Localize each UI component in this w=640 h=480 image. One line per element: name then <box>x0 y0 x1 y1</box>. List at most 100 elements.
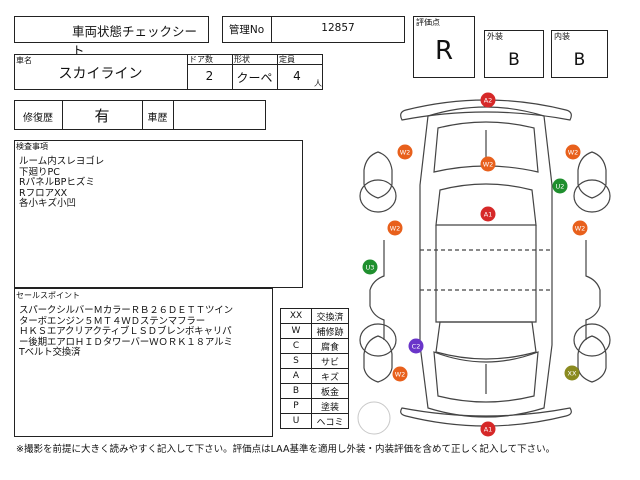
stamp-circle <box>357 401 391 435</box>
damage-mark-circle <box>552 178 568 194</box>
doors-label: ドア数 <box>189 55 213 64</box>
inspection-notes: ルーム内スレヨゴレ 下廻りPC RパネルBPヒズミ RフロアXX 各小キズ小凹 <box>19 156 105 209</box>
legend-desc: キズ <box>311 368 349 384</box>
repair-history-row <box>14 100 266 130</box>
damage-mark-circle <box>392 366 408 382</box>
vehicle-history-label: 車歴 <box>147 113 168 124</box>
legend-desc: サビ <box>311 353 349 369</box>
car-name-label: 車名 <box>16 56 32 65</box>
legend-code: P <box>280 398 312 414</box>
title-box <box>14 16 209 43</box>
capacity-label: 定員 <box>279 55 295 64</box>
damage-mark: A2 <box>480 92 496 108</box>
damage-mark-circle <box>572 220 588 236</box>
legend-code: C <box>280 338 312 354</box>
damage-mark-label: C2 <box>412 343 421 351</box>
damage-mark-label: A1 <box>484 426 493 434</box>
legend-code: S <box>280 353 312 369</box>
damage-mark-label: W2 <box>568 149 579 157</box>
damage-mark-circle <box>480 156 496 172</box>
damage-mark-circle <box>565 144 581 160</box>
legend-code: U <box>280 413 312 429</box>
damage-mark-circle <box>480 92 496 108</box>
damage-mark: U2 <box>552 178 568 194</box>
damage-mark-label: XX <box>568 370 577 378</box>
damage-mark-label: U2 <box>556 183 565 191</box>
damage-mark-circle <box>362 259 378 275</box>
damage-mark-circle <box>387 220 403 236</box>
damage-mark: W2 <box>387 220 403 236</box>
damage-mark-label: W2 <box>395 371 406 379</box>
damage-mark: W2 <box>392 366 408 382</box>
evaluation-box <box>413 16 475 78</box>
management-number-label: 管理No <box>228 24 265 36</box>
interior-grade-value: B <box>573 50 586 70</box>
damage-mark-circle <box>408 338 424 354</box>
repair-history-value: 有 <box>94 107 110 125</box>
damage-mark: A1 <box>480 421 496 437</box>
damage-mark-circle <box>480 421 496 437</box>
management-number-box <box>222 16 405 43</box>
sales-point-box <box>14 288 273 437</box>
damage-mark-label: A1 <box>484 211 493 219</box>
shape-label: 形状 <box>234 55 250 64</box>
damage-mark-circle <box>480 206 496 222</box>
evaluation-label: 評価点 <box>416 18 440 27</box>
sales-point-label: セールスポイント <box>16 291 80 300</box>
evaluation-value: R <box>434 36 454 66</box>
interior-grade-box <box>551 30 608 78</box>
damage-mark: W2 <box>480 156 496 172</box>
legend-code: B <box>280 383 312 399</box>
damage-mark: XX <box>564 365 580 381</box>
legend-desc: 腐食 <box>311 338 349 354</box>
damage-mark-label: U3 <box>366 264 375 272</box>
damage-mark-label: W2 <box>390 225 401 233</box>
exterior-grade-value: B <box>508 50 520 70</box>
capacity-value: 4 <box>293 69 301 83</box>
damage-mark-label: W2 <box>575 225 586 233</box>
doors-value: 2 <box>205 69 214 83</box>
legend-code: W <box>280 323 312 339</box>
inspection-box <box>14 140 303 288</box>
legend-desc: 交換済 <box>311 308 349 324</box>
damage-mark-circle <box>397 144 413 160</box>
legend-desc: ヘコミ <box>311 413 349 429</box>
damage-mark-label: W2 <box>483 161 494 169</box>
car-outline-drawing <box>359 99 611 427</box>
repair-history-label: 修復歴 <box>23 113 53 124</box>
damage-marks: A2 W2 W2 W2 U2 A1 W2 W2 U3 C2 W2 XX A1 <box>362 92 588 437</box>
damage-mark: C2 <box>408 338 424 354</box>
capacity-unit: 人 <box>314 79 322 88</box>
damage-mark: A1 <box>480 206 496 222</box>
shape-value: クーペ <box>236 71 273 85</box>
vehicle-damage-diagram: A2 W2 W2 W2 U2 A1 W2 W2 U3 C2 W2 XX A1 <box>359 92 611 437</box>
car-name-value: スカイライン <box>58 66 143 82</box>
vehicle-info-row <box>14 54 323 90</box>
interior-grade-label: 内装 <box>554 32 570 41</box>
management-number-value: 12857 <box>321 22 355 34</box>
damage-mark-label: W2 <box>400 149 411 157</box>
exterior-grade-label: 外装 <box>487 32 503 41</box>
legend-code: A <box>280 368 312 384</box>
sales-point-text: スパークシルバーＭカラーＲＢ２６ＤＥＴＴツイン ターボエンジン５ＭＴ４ＷＤステン… <box>19 305 233 358</box>
damage-mark-circle <box>564 365 580 381</box>
damage-mark: U3 <box>362 259 378 275</box>
damage-mark: W2 <box>572 220 588 236</box>
legend-desc: 塗装 <box>311 398 349 414</box>
legend-code: XX <box>280 308 312 324</box>
legend-desc: 板金 <box>311 383 349 399</box>
inspection-label: 検査事項 <box>16 142 48 151</box>
damage-mark: W2 <box>565 144 581 160</box>
damage-mark: W2 <box>397 144 413 160</box>
legend-desc: 補修跡 <box>311 323 349 339</box>
footer-note: ※撮影を前提に大きく読みやすく記入して下さい。評価点はLAA基準を適用し外装・内… <box>16 444 556 455</box>
